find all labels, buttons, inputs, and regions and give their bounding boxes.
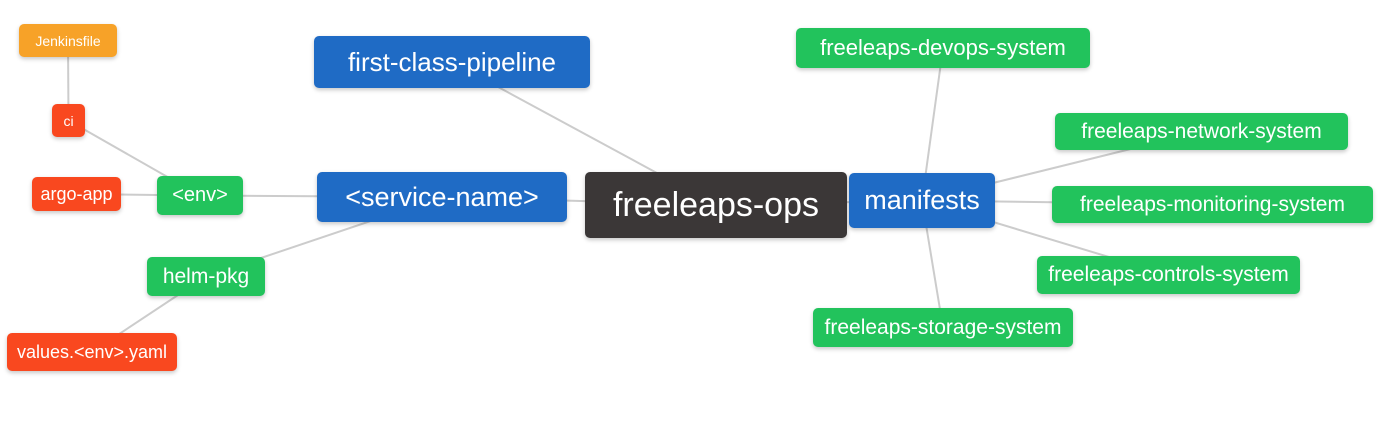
node-service-name[interactable]: <service-name> <box>317 172 567 222</box>
node-first-class-pipeline[interactable]: first-class-pipeline <box>314 36 590 88</box>
node-network-system[interactable]: freeleaps-network-system <box>1055 113 1348 150</box>
node-values-env-yaml[interactable]: values.<env>.yaml <box>7 333 177 371</box>
node-freeleaps-ops[interactable]: freeleaps-ops <box>585 172 847 238</box>
node-ci[interactable]: ci <box>52 104 85 137</box>
node-storage-system[interactable]: freeleaps-storage-system <box>813 308 1073 347</box>
node-devops-system[interactable]: freeleaps-devops-system <box>796 28 1090 68</box>
node-controls-system[interactable]: freeleaps-controls-system <box>1037 256 1300 294</box>
node-manifests[interactable]: manifests <box>849 173 995 228</box>
node-monitoring-system[interactable]: freeleaps-monitoring-system <box>1052 186 1373 223</box>
node-jenkinsfile[interactable]: Jenkinsfile <box>19 24 117 57</box>
node-argo-app[interactable]: argo-app <box>32 177 121 211</box>
node-helm-pkg[interactable]: helm-pkg <box>147 257 265 296</box>
node-env[interactable]: <env> <box>157 176 243 215</box>
